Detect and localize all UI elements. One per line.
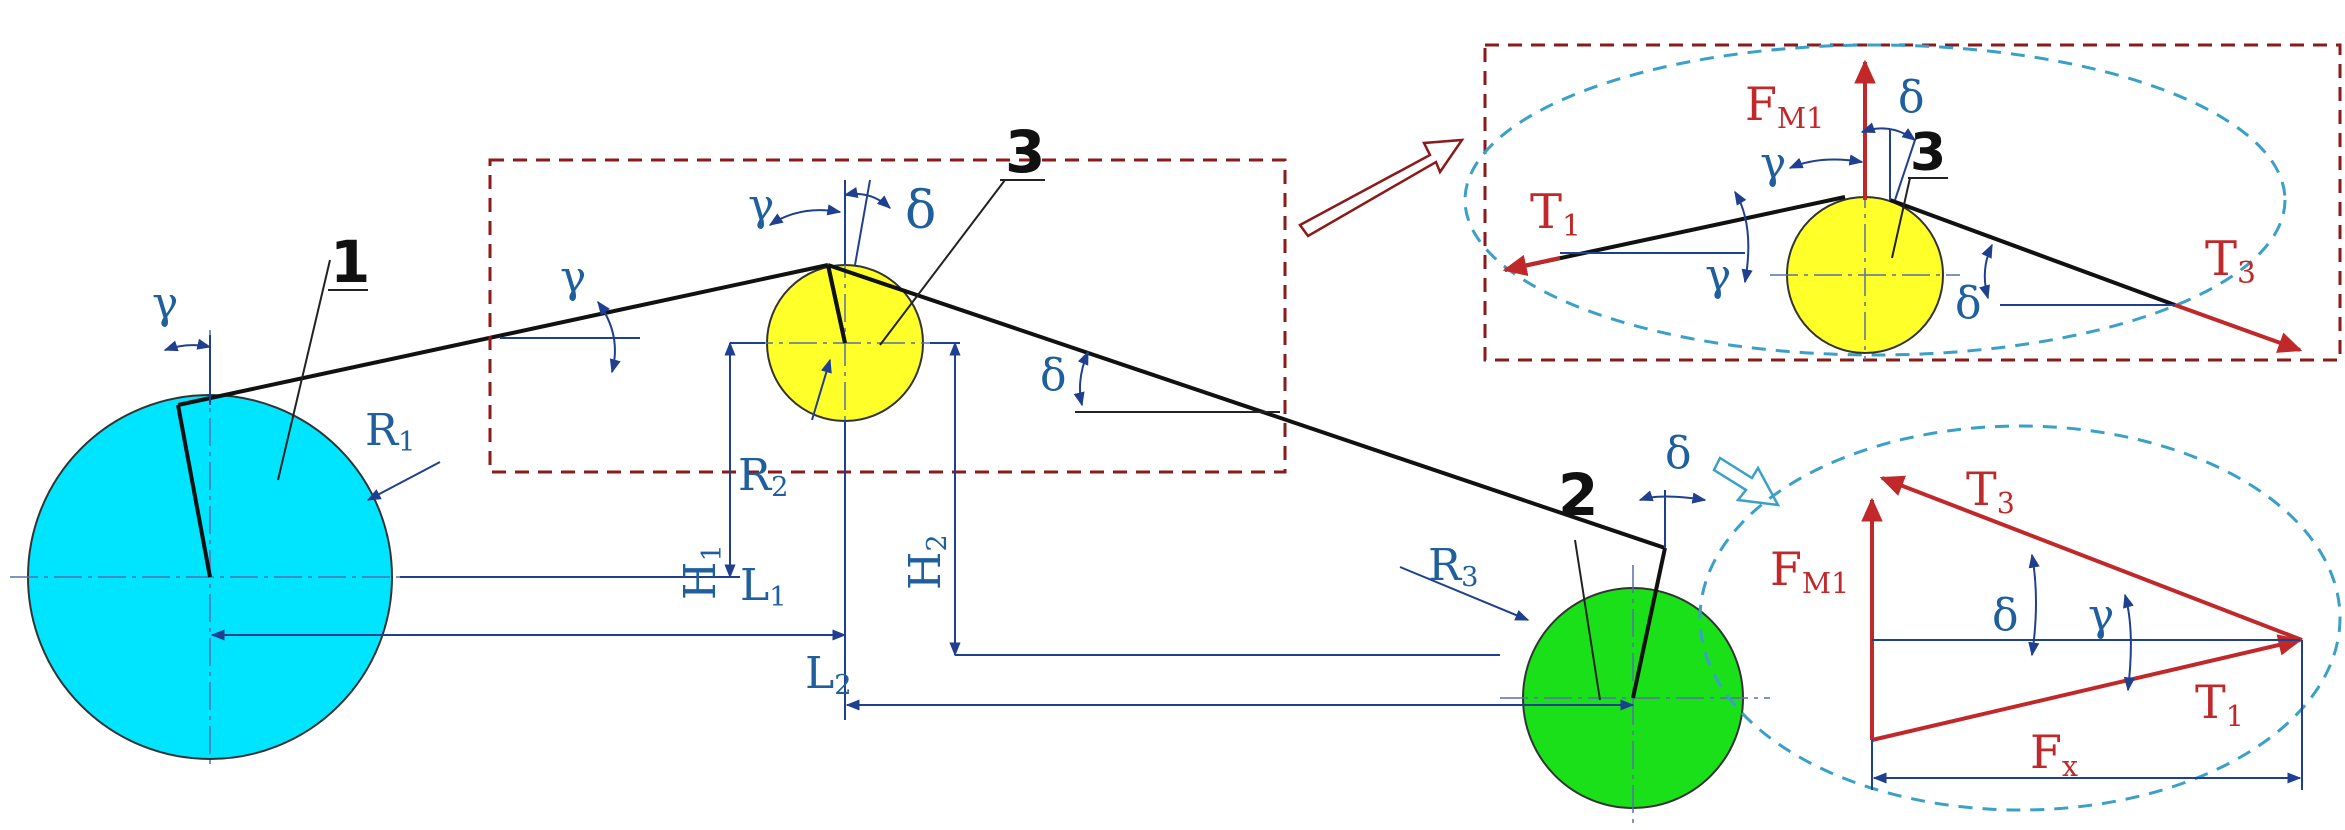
- h2-label: H2: [900, 534, 953, 590]
- gamma-label-pulley-1: γ: [152, 278, 178, 329]
- hollow-arrow-to-top-inset: [1298, 138, 1465, 238]
- top-inset-delta-top-arc: [1860, 122, 1917, 141]
- top-inset-gamma-top-label: γ: [1760, 138, 1786, 189]
- top-inset-delta-label: δ: [1955, 278, 1982, 329]
- triangle-fx-label: Fx: [2030, 725, 2078, 783]
- top-inset-pulley: [1770, 180, 1960, 360]
- triangle-fm1-label: FM1: [1770, 542, 1849, 600]
- delta-label-span: δ: [1040, 350, 1067, 401]
- top-inset-box: [1483, 43, 2342, 362]
- pulley-1-number: 1: [330, 228, 370, 296]
- top-inset-gamma-label: γ: [1705, 250, 1731, 301]
- top-inset-3-label: 3: [1910, 123, 1946, 183]
- pulley-2-number: 2: [1558, 461, 1598, 529]
- pulley-2-leader: [1574, 539, 1601, 701]
- top-inset-t1-arrow: [1502, 254, 1561, 276]
- triangle-t1-side: [1871, 634, 2303, 742]
- top-inset-t3-label: T3: [2205, 231, 2256, 291]
- triangle-t3-side: [1879, 475, 2303, 642]
- dimension-l1: [210, 420, 847, 650]
- pulley-2: [1500, 547, 1770, 825]
- r1-leader: [366, 461, 441, 501]
- angle-gamma-pulley-1: [163, 335, 212, 405]
- triangle-t3-label: T3: [1966, 462, 2015, 520]
- r3-leader: [1399, 566, 1530, 621]
- triangle-gamma-label: γ: [2088, 590, 2114, 641]
- triangle-gamma-arc: [2123, 593, 2136, 692]
- belt-span-3-2: [827, 263, 1666, 550]
- pulley-3: [745, 250, 955, 460]
- pulley-1: [10, 330, 400, 770]
- pulley-3-leader: [879, 179, 1006, 346]
- r3-label: R3: [1428, 540, 1479, 593]
- r2-label: R2: [738, 450, 789, 503]
- pulley-3-tangent-radius-right: [826, 264, 847, 344]
- top-inset-t3-arrow: [2174, 303, 2303, 353]
- triangle-delta-label: δ: [1992, 590, 2019, 641]
- angles-pulley-3-top: [768, 179, 892, 266]
- top-inset-belt-right: [1889, 198, 2176, 307]
- pulley-1-tangent-radius: [176, 404, 212, 578]
- dimension-h1: [400, 341, 765, 579]
- h1-label: H1: [675, 544, 728, 600]
- l1-label: L1: [740, 560, 787, 613]
- pulley-3-number: 3: [1005, 118, 1045, 186]
- angle-delta-pulley-2: [1638, 490, 1707, 548]
- dimension-h2: [930, 341, 1500, 657]
- hollow-arrow-to-bottom-inset: [1712, 456, 1781, 507]
- top-inset-ellipse: [1463, 43, 2287, 357]
- top-inset-delta-top-label: δ: [1898, 72, 1925, 123]
- detail-box: [488, 158, 1287, 474]
- bottom-inset-ellipse: [1698, 424, 2342, 812]
- delta-label-pulley-2: δ: [1665, 428, 1692, 479]
- dimension-l2: [844, 650, 1635, 720]
- pulley-1-leader: [277, 259, 331, 481]
- angle-delta-span: [1073, 350, 1280, 413]
- l2-label: L2: [805, 648, 852, 701]
- angle-gamma-span: [500, 300, 640, 374]
- top-inset-gamma-top-arc: [1788, 154, 1864, 169]
- gamma-label-pulley-3: γ: [748, 180, 774, 231]
- top-inset-delta-arc: [1979, 243, 1993, 300]
- top-inset-belt-left: [1504, 195, 1846, 272]
- pulley-2-tangent-radius: [1631, 547, 1667, 699]
- triangle-delta-arc: [2028, 553, 2040, 657]
- belt-span-1-3: [177, 263, 829, 407]
- triangle-t1-label: T1: [2195, 675, 2244, 733]
- delta-label-pulley-3: δ: [905, 181, 936, 241]
- top-inset-fm1-label: FM1: [1745, 77, 1824, 135]
- r2-leader: [811, 358, 832, 421]
- force-triangle: [1861, 475, 2303, 790]
- gamma-label-span: γ: [560, 252, 586, 303]
- top-inset-t1-label: T1: [1530, 184, 1581, 244]
- r1-label: R1: [365, 405, 416, 458]
- top-inset-gamma-arc: [1734, 190, 1753, 284]
- top-inset-delta-top-ref: [1894, 139, 1916, 201]
- top-inset-3-leader: [1891, 177, 1911, 259]
